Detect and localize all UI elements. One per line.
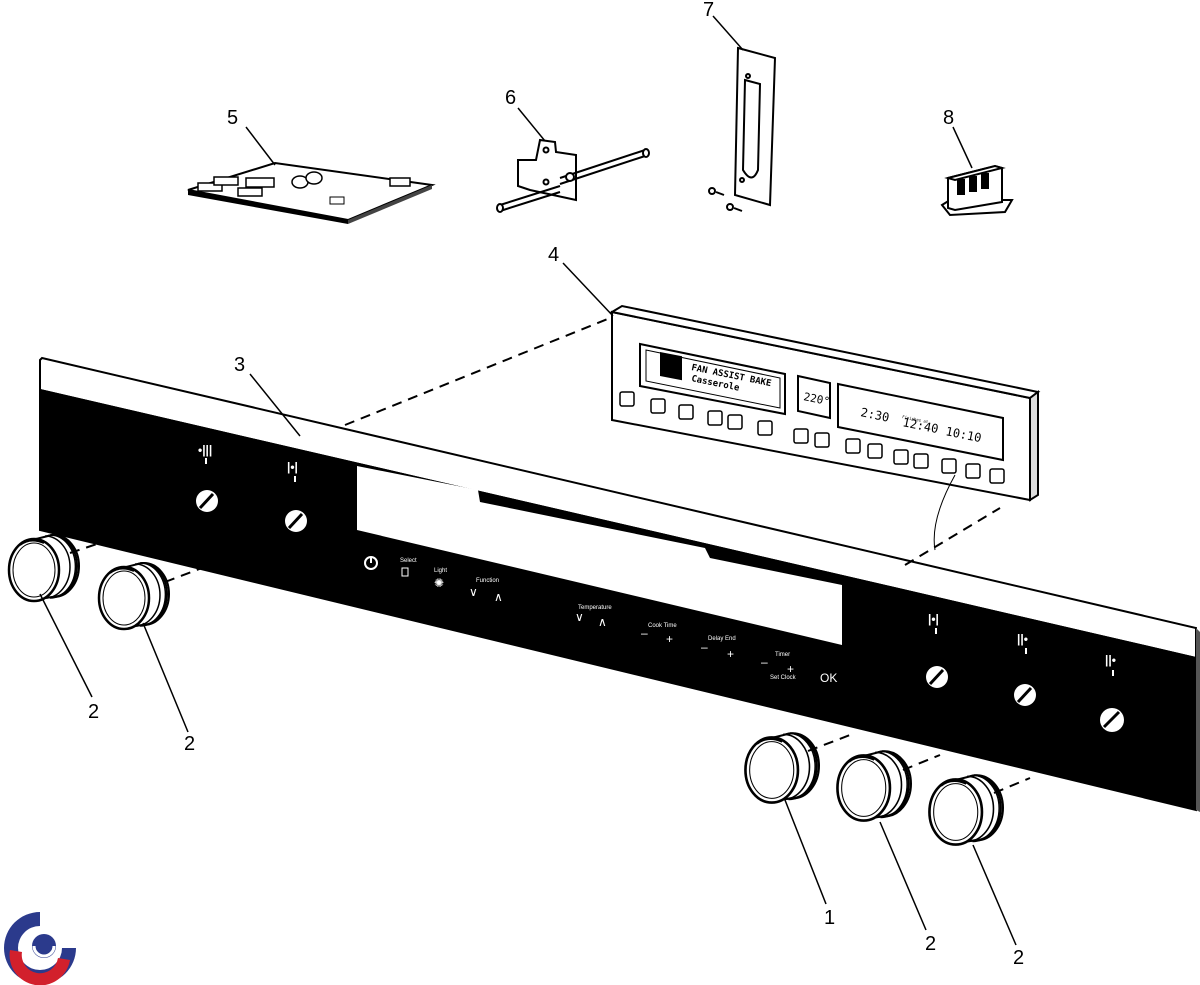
relay: [940, 164, 1014, 217]
alignment-lines: [69, 317, 1031, 794]
svg-text:||•: ||•: [1017, 632, 1028, 646]
lcd-cook-time: 2:30: [859, 405, 890, 424]
callout-7: 7: [703, 0, 714, 21]
brand-logo: [4, 912, 76, 985]
knob-part-1: [744, 731, 821, 804]
knob: [7, 533, 81, 603]
plus-icon: +: [727, 647, 734, 661]
callout-2: 2: [925, 933, 936, 955]
knob-mount: [926, 666, 948, 688]
svg-text:|•|: |•|: [928, 612, 939, 626]
timer-label: Timer: [775, 652, 790, 658]
burner-symbol-icon: |•|: [928, 612, 939, 634]
knob: [836, 749, 913, 822]
burner-symbol-icon: |•|: [287, 460, 298, 482]
knob-mount: [285, 510, 307, 532]
chevron-down-icon: ∨: [575, 610, 584, 624]
callout-6: 6: [505, 87, 516, 109]
light-bulb-icon: ✺: [434, 576, 444, 590]
light-label: Light: [434, 568, 447, 574]
callout-5: 5: [227, 107, 238, 129]
chevron-down-icon: ∨: [469, 585, 478, 599]
svg-text:|•|: |•|: [287, 460, 298, 474]
callout-8: 8: [943, 107, 954, 129]
lcd-temperature: 220°: [802, 390, 831, 408]
plus-icon: +: [787, 662, 794, 676]
callout-2: 2: [88, 701, 99, 723]
minus-icon: –: [641, 626, 648, 640]
function-label: Function: [476, 578, 499, 584]
knob: [928, 773, 1005, 846]
callout-4: 4: [548, 244, 559, 266]
minus-icon: –: [701, 640, 708, 654]
burner-symbol-icon: •|||: [198, 443, 212, 464]
select-label: Select: [400, 558, 417, 564]
power-icon: [364, 556, 378, 570]
chevron-up-icon: ∧: [598, 615, 607, 629]
knob-mount: [1100, 708, 1124, 732]
chevron-up-icon: ∧: [494, 590, 503, 604]
display-module: FAN ASSIST BAKE Casserole 220° 2:30 Fini…: [609, 304, 1041, 551]
callout-2: 2: [1013, 947, 1024, 969]
module-buttons: [619, 391, 1005, 484]
circuit-board: [187, 161, 436, 224]
callout-3: 3: [234, 354, 245, 376]
leader-lines: [39, 15, 1017, 946]
svg-text:||•: ||•: [1105, 653, 1116, 667]
temperature-sensor: [496, 138, 650, 213]
burner-symbol-icon: ||•: [1105, 653, 1116, 676]
select-icon: [401, 567, 409, 577]
svg-text:•|||: •|||: [198, 443, 212, 457]
ok-label: OK: [820, 671, 837, 685]
burner-symbol-icon: ||•: [1017, 632, 1028, 654]
plus-icon: +: [666, 632, 673, 646]
knob: [97, 561, 171, 631]
cook-time-label: Cook Time: [648, 623, 677, 629]
callout-2: 2: [184, 733, 195, 755]
fascia-panel: •||| |•| |•| ||• ||•: [39, 356, 1200, 812]
knob-mount: [1014, 684, 1036, 706]
minus-icon: –: [761, 655, 768, 669]
callout-1: 1: [824, 907, 835, 929]
delay-end-label: Delay End: [708, 636, 736, 642]
temperature-label: Temperature: [578, 605, 612, 611]
lcd-finishes-at: Finishes at: [902, 414, 930, 424]
set-clock-label: Set Clock: [770, 675, 797, 681]
mounting-bracket: [708, 46, 777, 212]
knob-mount: [196, 490, 218, 512]
